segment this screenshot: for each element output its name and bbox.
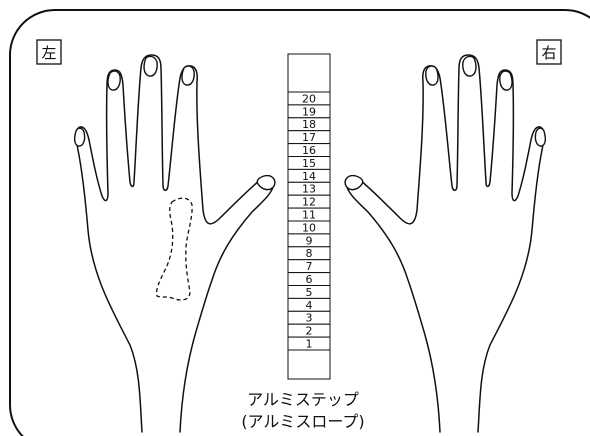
- step-number: 19: [302, 105, 316, 118]
- left-pinky-nail: [73, 127, 86, 147]
- step-number: 15: [302, 157, 316, 170]
- left-thumb-nail: [256, 174, 276, 191]
- step-wedge-caption-line1: アルミステップ: [247, 390, 359, 409]
- step-number: 2: [306, 325, 313, 338]
- step-number: 11: [302, 209, 316, 222]
- step-number: 18: [302, 118, 316, 131]
- step-number: 3: [306, 312, 313, 325]
- step-number: 20: [302, 92, 316, 105]
- step-number: 10: [302, 221, 316, 234]
- step-number: 5: [306, 286, 313, 299]
- step-number: 1: [306, 338, 313, 351]
- step-wedge-caption-line2: (アルミスロープ): [241, 412, 364, 431]
- left-index-nail: [181, 65, 195, 86]
- step-number: 13: [302, 183, 316, 196]
- step-number: 16: [302, 144, 316, 157]
- step-number: 9: [306, 234, 313, 247]
- step-number: 7: [306, 260, 313, 273]
- right-hand: [344, 54, 547, 433]
- step-cell: [287, 336, 331, 351]
- right-pinky-nail: [534, 127, 547, 147]
- right-label-box: 右: [536, 39, 562, 65]
- step-number: 14: [302, 170, 316, 183]
- step-number: 6: [306, 273, 313, 286]
- left-ring-nail: [107, 70, 121, 91]
- right-index-nail: [425, 65, 439, 86]
- left-middle-nail: [143, 55, 158, 77]
- right-label: 右: [541, 44, 556, 62]
- step-number: 8: [306, 247, 313, 260]
- dashed-region-of-interest: [155, 197, 193, 301]
- left-hand: [73, 54, 276, 433]
- right-middle-nail: [462, 55, 477, 77]
- right-ring-nail: [499, 70, 513, 91]
- left-label-box: 左: [36, 39, 62, 65]
- step-number: 12: [302, 196, 316, 209]
- step-number: 17: [302, 131, 316, 144]
- left-label: 左: [41, 44, 56, 62]
- right-thumb-nail: [344, 174, 364, 191]
- step-number: 4: [306, 299, 313, 312]
